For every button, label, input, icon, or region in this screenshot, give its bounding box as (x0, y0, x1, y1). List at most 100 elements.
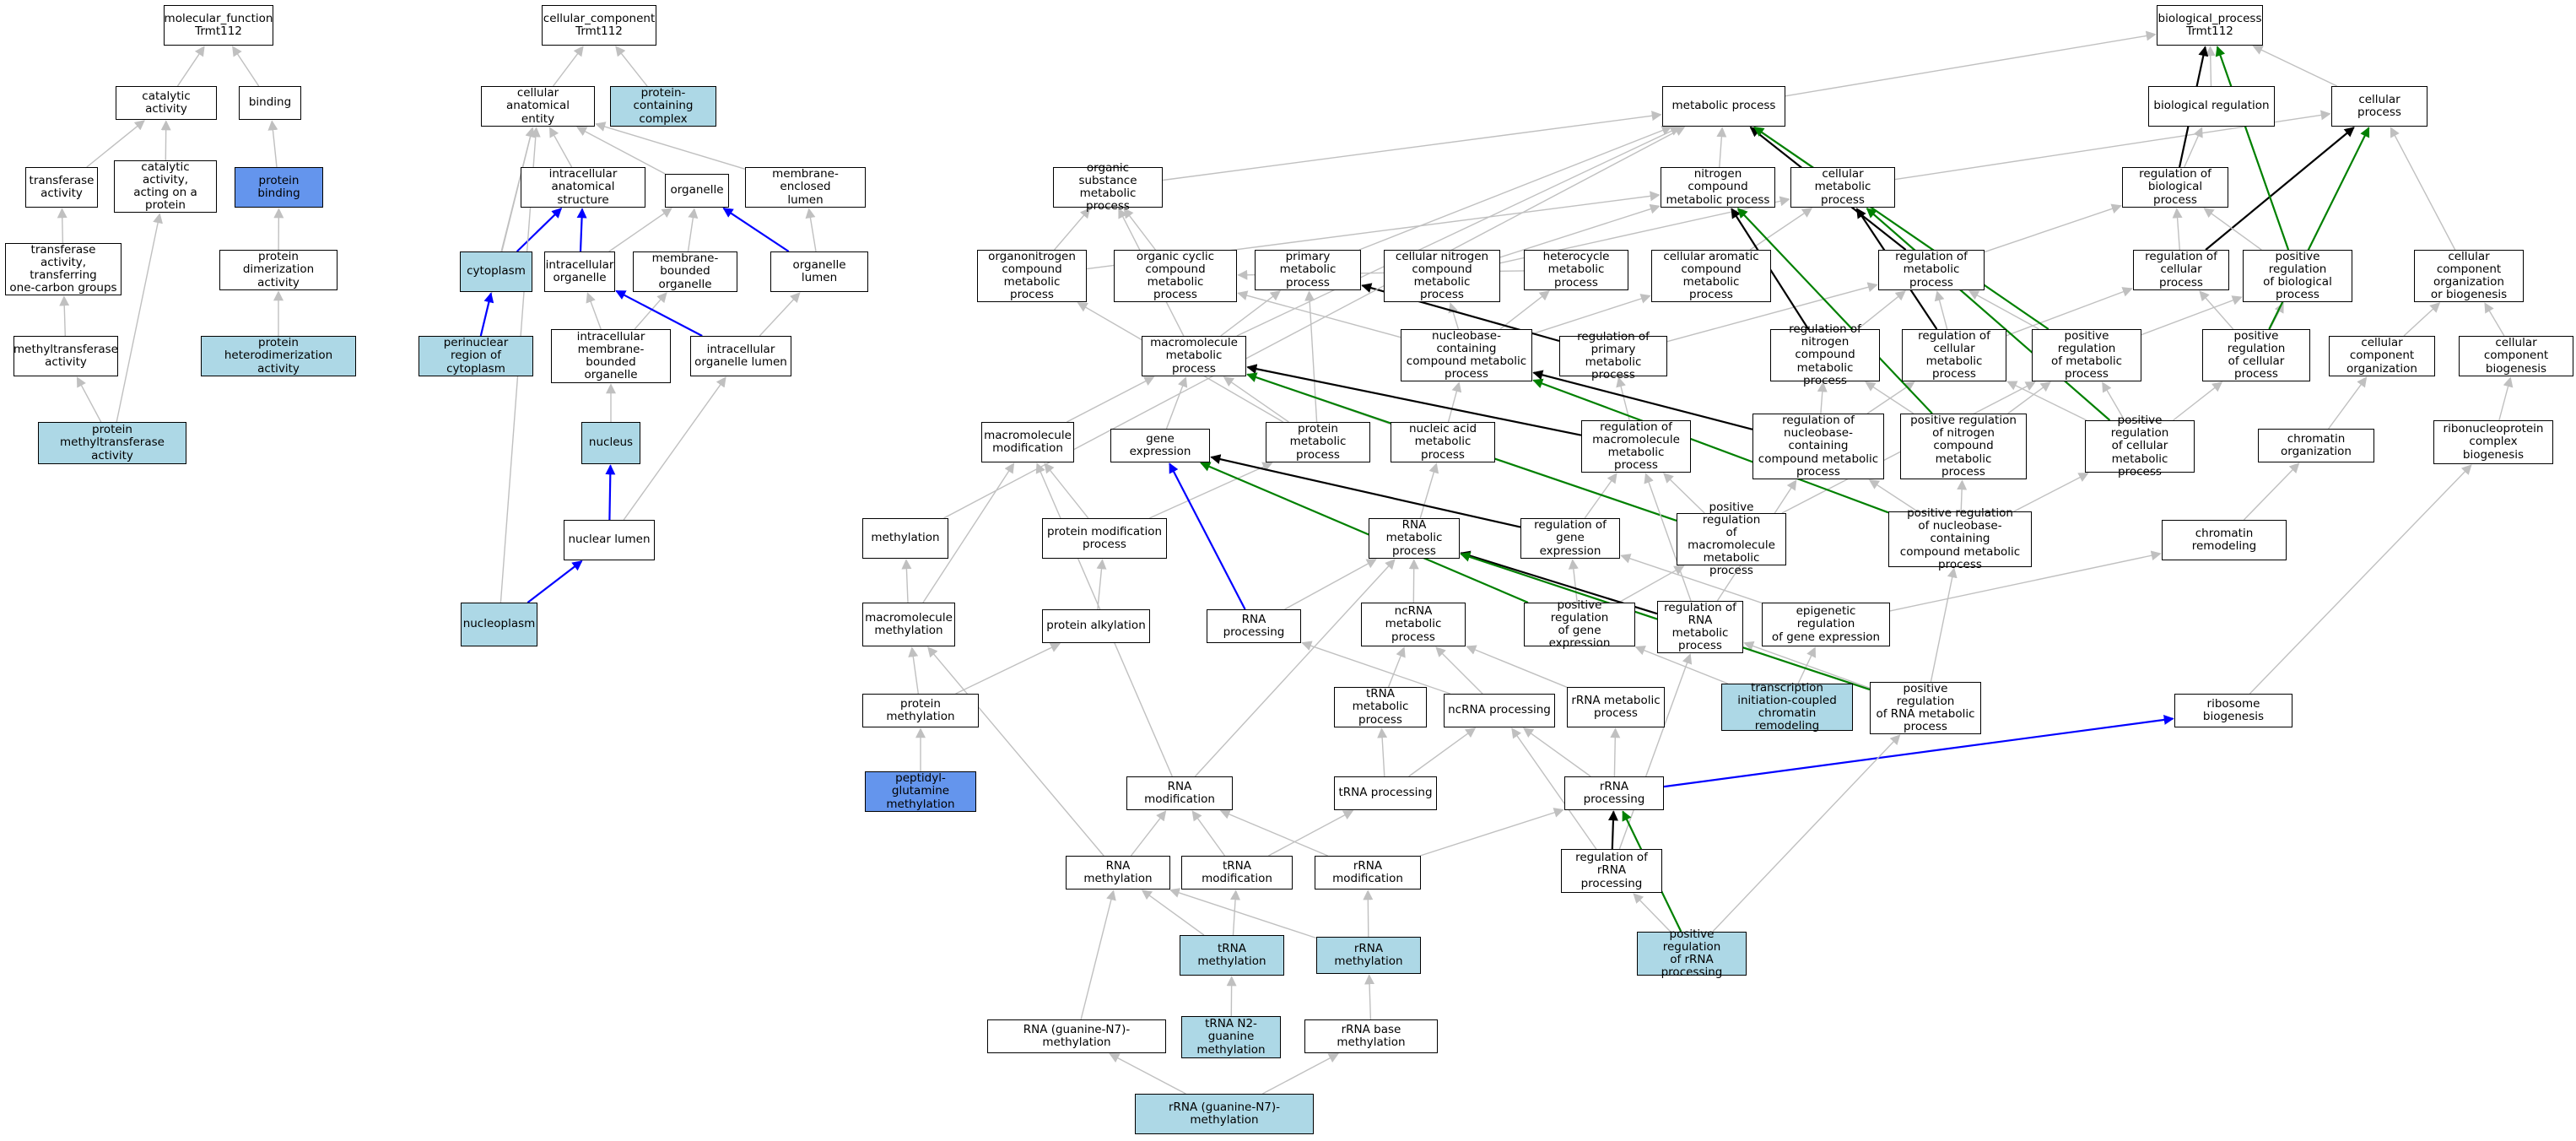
edge-is-a-trnamod-to-rnamod (1191, 810, 1226, 857)
edge-is-a-rrnameth-to-rrnamod (1363, 890, 1374, 938)
edge-part-of-orglumen-to-organelle (722, 207, 790, 252)
go-term-node-dimer: protein dimerization activity (219, 250, 338, 290)
edge-is-a-rrnag7-to-rrnabase (1262, 1053, 1339, 1095)
go-term-node-protmeth: protein methylation (862, 694, 979, 727)
edge-is-a-primary-to-metab (1358, 125, 1672, 251)
edge-is-a-posregncmp-to-regncmp (1865, 381, 1914, 414)
edge-is-a-regnbc-to-regncmp (1817, 381, 1828, 414)
go-term-node-cnitro: cellular nitrogen compound metabolic pro… (1384, 250, 1500, 302)
edge-is-a-macrometh-to-macromod (922, 462, 1015, 603)
edge-is-a-metab-to-bp (1785, 30, 2157, 97)
go-term-node-cellproc: cellular process (2331, 86, 2427, 127)
edge-is-a-rrnaproc-to-ncrnaproc (1523, 727, 1591, 777)
edge-is-a-epireg-to-chromremod (1889, 550, 2162, 612)
edge-is-a-rrnag7-to-rnag7 (1109, 1053, 1186, 1095)
go-term-node-nuclumen: nuclear lumen (564, 520, 655, 560)
go-term-node-icmborg: intracellular membrane-bounded organelle (551, 329, 671, 383)
edge-is-a-rnpbio-to-ccbio (2498, 376, 2514, 421)
edge-is-a-posregrnamp-to-regrnamp (1743, 641, 1871, 689)
edge-is-a-macrometh-to-methylation (901, 559, 912, 603)
edge-is-a-pcc-to-cc (615, 46, 648, 87)
go-term-node-posregbp: positive regulation of biological proces… (2243, 250, 2352, 302)
go-term-node-nbcmp: nucleobase-containing compound metabolic… (1401, 329, 1532, 381)
go-term-node-cae: cellular anatomical entity (481, 86, 595, 127)
go-term-node-trnan2: tRNA N2-guanine methylation (1181, 1016, 1281, 1058)
go-term-node-transf1c: transferase activity, transferring one-c… (5, 243, 122, 295)
edge-is-a-mtase-to-transf1c (59, 295, 70, 337)
go-term-node-ncrnaproc: ncRNA processing (1444, 694, 1555, 727)
go-term-node-trnamod: tRNA modification (1181, 856, 1293, 890)
edge-part-of-icorg-to-ias (576, 208, 587, 252)
edge-is-a-icorglumen-to-orglumen (759, 292, 801, 337)
go-term-node-regrnamp: regulation of RNA metabolic process (1657, 601, 1743, 653)
edge-part-of-cytoplasm-to-ias (516, 208, 563, 252)
edge-is-a-posreggene-to-reggene (1568, 559, 1579, 603)
edge-is-a-geneexp-to-macro (1165, 376, 1188, 430)
edge-is-a-posreggene-to-posregmacro (1617, 565, 1685, 603)
edge-part-of-perinuc-to-cytoplasm (479, 292, 494, 337)
go-term-node-trnaproc: tRNA processing (1334, 776, 1437, 810)
go-term-node-metab: metabolic process (1662, 86, 1785, 127)
edge-is-a-protmeth-to-protalk (955, 642, 1061, 695)
edge-is-a-ias-to-cae (548, 127, 573, 168)
edge-is-a-cnitro-to-ncmp (1499, 203, 1661, 258)
go-term-node-bioreg: biological regulation (2148, 86, 2275, 127)
edge-is-a-organelle-to-cae (576, 127, 666, 175)
edge-is-a-posregcp-to-regcp (2199, 290, 2234, 330)
go-term-node-pmtase: protein methyltransferase activity (38, 422, 186, 464)
go-term-node-ncmp: nitrogen compound metabolic process (1661, 167, 1775, 208)
go-term-node-nucleoplasm: nucleoplasm (461, 603, 537, 646)
edge-part-of-nuclumen-to-nucleus (605, 464, 616, 521)
go-term-node-macrometh: macromolecule methylation (862, 603, 955, 646)
edge-is-a-onitro-to-osmp (1054, 208, 1091, 251)
go-term-node-protmod: protein modification process (1042, 518, 1167, 559)
edge-regulates-regmacro-to-macro (1246, 364, 1582, 436)
edge-is-a-rnamod-to-rnamp (1194, 559, 1396, 777)
go-term-node-regncmp: regulation of nitrogen compound metaboli… (1770, 323, 1880, 387)
edge-is-a-ncrnamp-to-rnamp (1408, 559, 1419, 603)
edge-is-a-nuclumen-to-icorglumen (623, 376, 726, 521)
go-term-node-posregcmp: positive regulation of cellular metaboli… (2085, 414, 2195, 478)
go-term-node-primary: primary metabolic process (1255, 250, 1361, 290)
go-term-node-chromorg: chromatin organization (2258, 429, 2374, 462)
go-term-node-cmp: cellular metabolic process (1790, 167, 1895, 208)
edge-is-a-trnameth-to-trnamod (1230, 890, 1241, 936)
edge-is-a-rnamp-to-nacid (1419, 462, 1439, 519)
edge-is-a-posregncmp-to-posregmp (2007, 381, 2051, 414)
edge-is-a-reggene-to-regmacro (1584, 473, 1617, 519)
edge-is-a-osmp-to-metab (1162, 111, 1662, 181)
go-term-node-orglumen: organelle lumen (770, 251, 868, 292)
edge-is-a-posregrrna-to-regrrnaproc (1633, 893, 1671, 933)
edge-is-a-ccbio-to-ccob (2484, 302, 2505, 337)
edge-is-a-protmod-to-macromod (1044, 462, 1089, 519)
go-term-node-mf: molecular_function Trmt112 (164, 5, 273, 46)
edge-is-a-transf-to-cat (86, 120, 145, 168)
edge-part-of-rrnaproc-to-ribobio (1663, 714, 2174, 788)
edge-is-a-nbcmp-to-ocyclic (1237, 290, 1401, 338)
edge-is-a-trnaproc-to-trnamp (1377, 727, 1388, 777)
go-term-node-trnamp: tRNA metabolic process (1334, 687, 1427, 727)
go-term-node-rrnamod: rRNA modification (1315, 856, 1421, 890)
edge-part-of-rnaproc-to-geneexp (1169, 462, 1246, 610)
go-term-node-regmp: regulation of metabolic process (1878, 250, 1985, 290)
go-term-node-ocyclic: organic cyclic compound metabolic proces… (1114, 250, 1237, 302)
go-term-node-rrnabase: rRNA base methylation (1304, 1019, 1438, 1053)
edge-positively-regulates-posregcmp-to-cmp (1866, 208, 2111, 421)
go-term-node-reggene: regulation of gene expression (1520, 518, 1620, 559)
edge-is-a-posregrnamp-to-posregnbc (1930, 567, 1958, 683)
edge-is-a-bind-to-mf (232, 46, 260, 87)
edge-is-a-regrnamp-to-regmacro (1644, 473, 1692, 602)
go-term-node-regmacro: regulation of macromolecule metabolic pr… (1581, 420, 1691, 473)
go-term-node-ncrnamp: ncRNA metabolic process (1361, 603, 1466, 646)
edge-is-a-macro-to-metab (1236, 126, 1681, 337)
go-term-node-hetero: heterocycle metabolic process (1524, 250, 1628, 290)
go-term-node-regprim: regulation of primary metabolic process (1559, 330, 1667, 381)
edge-is-a-mborg-to-organelle (687, 208, 699, 252)
go-term-node-epireg: epigenetic regulation of gene expression (1762, 603, 1890, 646)
go-term-node-ticcr: transcription initiation-coupled chromat… (1721, 681, 1853, 733)
edge-is-a-protmeth-to-macrometh (908, 646, 919, 695)
edge-is-a-cat-to-mf (176, 46, 205, 87)
edge-is-a-regcp-to-regbp (2172, 208, 2183, 251)
edge-is-a-trnameth-to-rnameth (1141, 890, 1205, 936)
